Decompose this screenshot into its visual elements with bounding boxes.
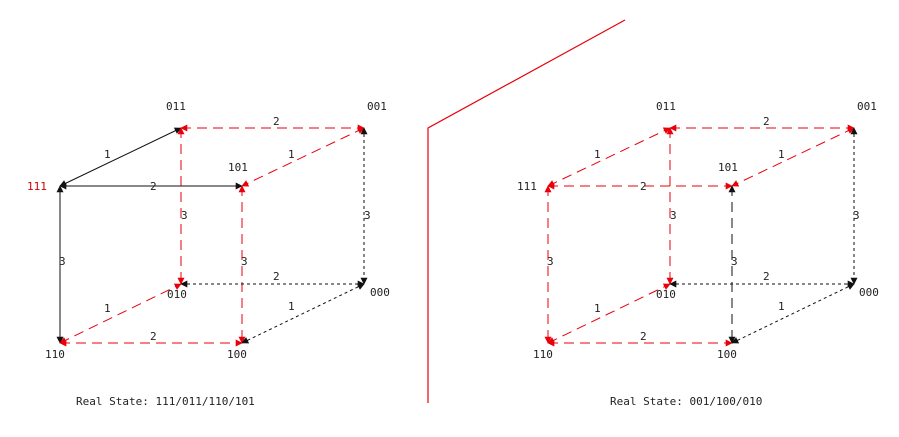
edge-label: 1 xyxy=(104,302,111,315)
edge-label: 1 xyxy=(778,148,785,161)
node-label-100: 100 xyxy=(717,348,737,361)
edge-label: 2 xyxy=(640,330,647,343)
node-label-111: 111 xyxy=(27,180,47,193)
edge-label: 2 xyxy=(150,180,157,193)
node-label-001: 001 xyxy=(857,100,877,113)
edge-label: 1 xyxy=(288,300,295,313)
node-label-110: 110 xyxy=(45,348,65,361)
caption-left: Real State: 111/011/110/101 xyxy=(76,395,255,408)
edge-label: 3 xyxy=(59,255,66,268)
node-label-110: 110 xyxy=(533,348,553,361)
node-label-000: 000 xyxy=(859,286,879,299)
node-label-010: 010 xyxy=(167,288,187,301)
node-label-011: 011 xyxy=(656,100,676,113)
node-label-111: 111 xyxy=(517,180,537,193)
edge-label: 3 xyxy=(731,255,738,268)
edge-label: 1 xyxy=(778,300,785,313)
edge-label: 2 xyxy=(150,330,157,343)
edge-111-011 xyxy=(547,127,671,187)
right-cube: 111 011 001 101 010 000 110 100 1 2 1 2 … xyxy=(517,100,879,408)
node-label-011: 011 xyxy=(166,100,186,113)
edge-label: 1 xyxy=(594,148,601,161)
edge-label: 3 xyxy=(670,209,677,222)
edge-label: 2 xyxy=(763,270,770,283)
edge-label: 2 xyxy=(640,180,647,193)
edge-label: 3 xyxy=(547,255,554,268)
node-label-000: 000 xyxy=(370,286,390,299)
edge-001-101 xyxy=(731,127,855,187)
edge-label: 3 xyxy=(853,209,860,222)
edge-111-011 xyxy=(59,127,182,187)
edge-label: 2 xyxy=(763,115,770,128)
node-label-100: 100 xyxy=(227,348,247,361)
edge-001-101 xyxy=(241,127,365,187)
edge-label: 2 xyxy=(273,270,280,283)
node-label-101: 101 xyxy=(718,161,738,174)
edge-110-010 xyxy=(547,283,671,344)
edge-label: 3 xyxy=(241,255,248,268)
edge-label: 1 xyxy=(104,148,111,161)
node-label-001: 001 xyxy=(367,100,387,113)
caption-right: Real State: 001/100/010 xyxy=(610,395,762,408)
edge-label: 2 xyxy=(273,115,280,128)
edge-100-000 xyxy=(731,283,855,344)
edge-label: 1 xyxy=(288,148,295,161)
edge-100-000 xyxy=(241,283,365,344)
node-label-101: 101 xyxy=(228,161,248,174)
edge-label: 1 xyxy=(594,302,601,315)
node-label-010: 010 xyxy=(656,288,676,301)
separator-line xyxy=(427,19,626,403)
edge-110-010 xyxy=(59,283,182,344)
left-cube: 111 011 001 101 010 000 110 100 1 2 1 2 … xyxy=(27,100,390,408)
edge-label: 3 xyxy=(364,209,371,222)
edge-label: 3 xyxy=(181,209,188,222)
